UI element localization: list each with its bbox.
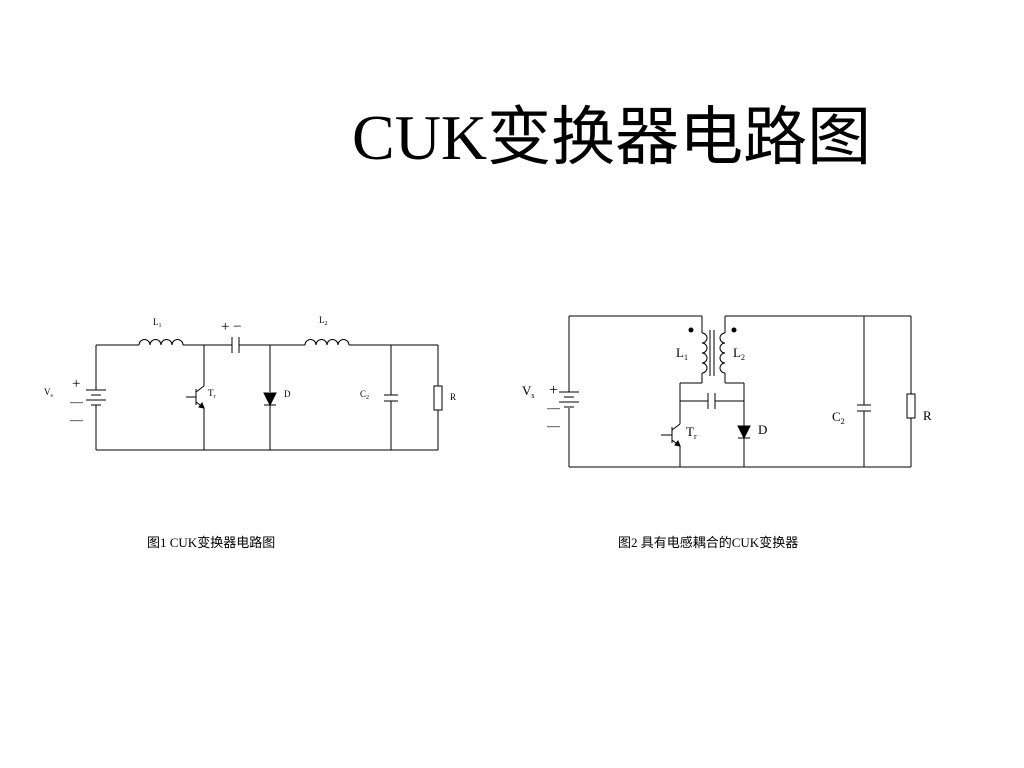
fig1-label-minus-b: — xyxy=(69,412,84,427)
fig2-voltage-source xyxy=(559,391,579,408)
fig1-label-tr: Tr xyxy=(208,388,216,400)
fig2-coupled-inductors xyxy=(679,316,745,401)
fig2-label-r: R xyxy=(923,408,932,423)
figure1-circuit xyxy=(86,337,443,451)
fig2-label-minus-b: — xyxy=(546,418,561,433)
fig2-label-d: D xyxy=(758,422,767,437)
slide-title: CUK变换器电路图 xyxy=(352,102,872,173)
fig1-label-minus-a: — xyxy=(69,394,84,409)
figure2-caption: 图2 具有电感耦合的CUK变换器 xyxy=(618,535,799,550)
fig1-label-l2: L2 xyxy=(319,315,328,327)
fig1-coupling-capacitor xyxy=(231,337,240,353)
fig2-label-c2: C2 xyxy=(832,409,845,426)
fig2-label-l2: L2 xyxy=(733,345,745,362)
fig2-label-vs: Vs xyxy=(522,383,535,400)
fig1-label-cap-polarity: + − xyxy=(221,319,242,335)
fig1-label-vs: Vs xyxy=(44,387,54,399)
figure2-labels: L1 L2 Vs + — — Tr D C2 R xyxy=(522,345,932,441)
fig1-label-l1: L1 xyxy=(153,317,162,329)
fig2-diode-d xyxy=(737,401,751,467)
fig1-label-d: D xyxy=(284,389,291,399)
figure1-caption: 图1 CUK变换器电路图 xyxy=(147,535,276,550)
fig2-capacitor-c2 xyxy=(857,316,871,467)
fig2-resistor-r xyxy=(906,316,916,467)
fig1-inductor-l2 xyxy=(304,339,350,346)
fig1-label-r: R xyxy=(450,392,456,402)
fig1-label-plus: + xyxy=(72,376,80,392)
fig1-capacitor-c2 xyxy=(384,345,398,450)
fig1-voltage-source xyxy=(86,345,106,450)
fig2-label-l1: L1 xyxy=(676,345,688,362)
fig2-label-minus-a: — xyxy=(546,400,561,415)
fig2-label-tr: Tr xyxy=(686,424,697,441)
figure2-circuit xyxy=(559,315,916,468)
fig1-transistor-tr xyxy=(186,345,205,450)
fig2-transistor-tr xyxy=(661,401,681,467)
figure1-labels: L1 L2 + − Vs + — — Tr D C2 R xyxy=(44,315,456,427)
fig1-resistor-r xyxy=(433,345,443,450)
fig1-diode-d xyxy=(263,345,277,450)
fig2-label-plus: + xyxy=(549,382,558,399)
fig1-inductor-l1 xyxy=(138,339,184,346)
fig1-label-c2: C2 xyxy=(360,389,369,401)
fig2-coupling-capacitor xyxy=(680,393,744,409)
